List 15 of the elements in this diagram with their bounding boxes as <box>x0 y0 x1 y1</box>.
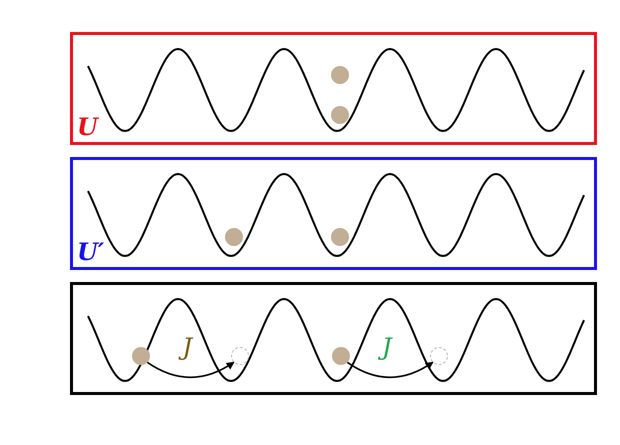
lattice-panel <box>70 282 597 395</box>
particle <box>331 66 349 84</box>
hopping-arrow <box>346 362 434 378</box>
particle <box>331 106 349 124</box>
particle <box>132 347 150 365</box>
empty-site <box>430 347 448 365</box>
lattice-panel <box>70 157 597 270</box>
energy-label: U′ <box>77 239 104 265</box>
lattice-panel <box>70 32 597 145</box>
energy-label: U <box>77 114 98 140</box>
particle <box>331 228 349 246</box>
empty-site <box>231 347 249 365</box>
hopping-arrow <box>146 362 235 378</box>
particle <box>332 347 350 365</box>
particle <box>225 228 243 246</box>
